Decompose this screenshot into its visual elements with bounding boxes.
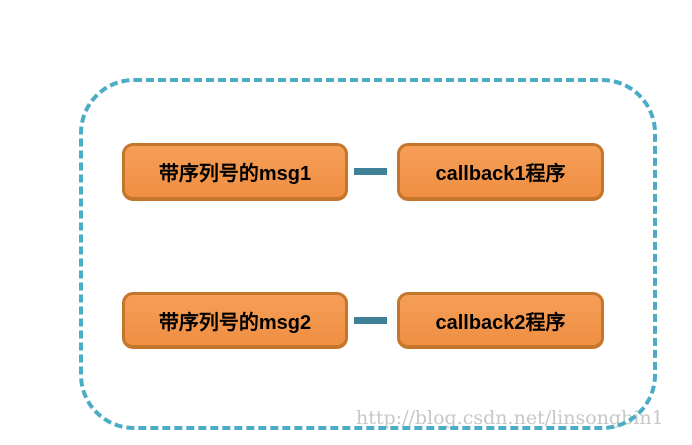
connector-line-row2	[354, 317, 387, 324]
connector-line-row1	[354, 168, 387, 175]
node-callback2: callback2程序	[397, 292, 604, 349]
node-msg1: 带序列号的msg1	[122, 143, 348, 201]
node-msg1-label: 带序列号的msg1	[158, 163, 312, 185]
node-callback1-label: callback1程序	[435, 163, 566, 185]
diagram-boundary	[79, 78, 657, 430]
node-msg2-label: 带序列号的msg2	[158, 311, 312, 334]
node-msg2: 带序列号的msg2	[122, 292, 348, 349]
node-callback1: callback1程序	[397, 143, 604, 201]
watermark-text: http://blog.csdn.net/linsongbin1	[356, 407, 664, 429]
node-callback2-label: callback2程序	[435, 311, 566, 334]
